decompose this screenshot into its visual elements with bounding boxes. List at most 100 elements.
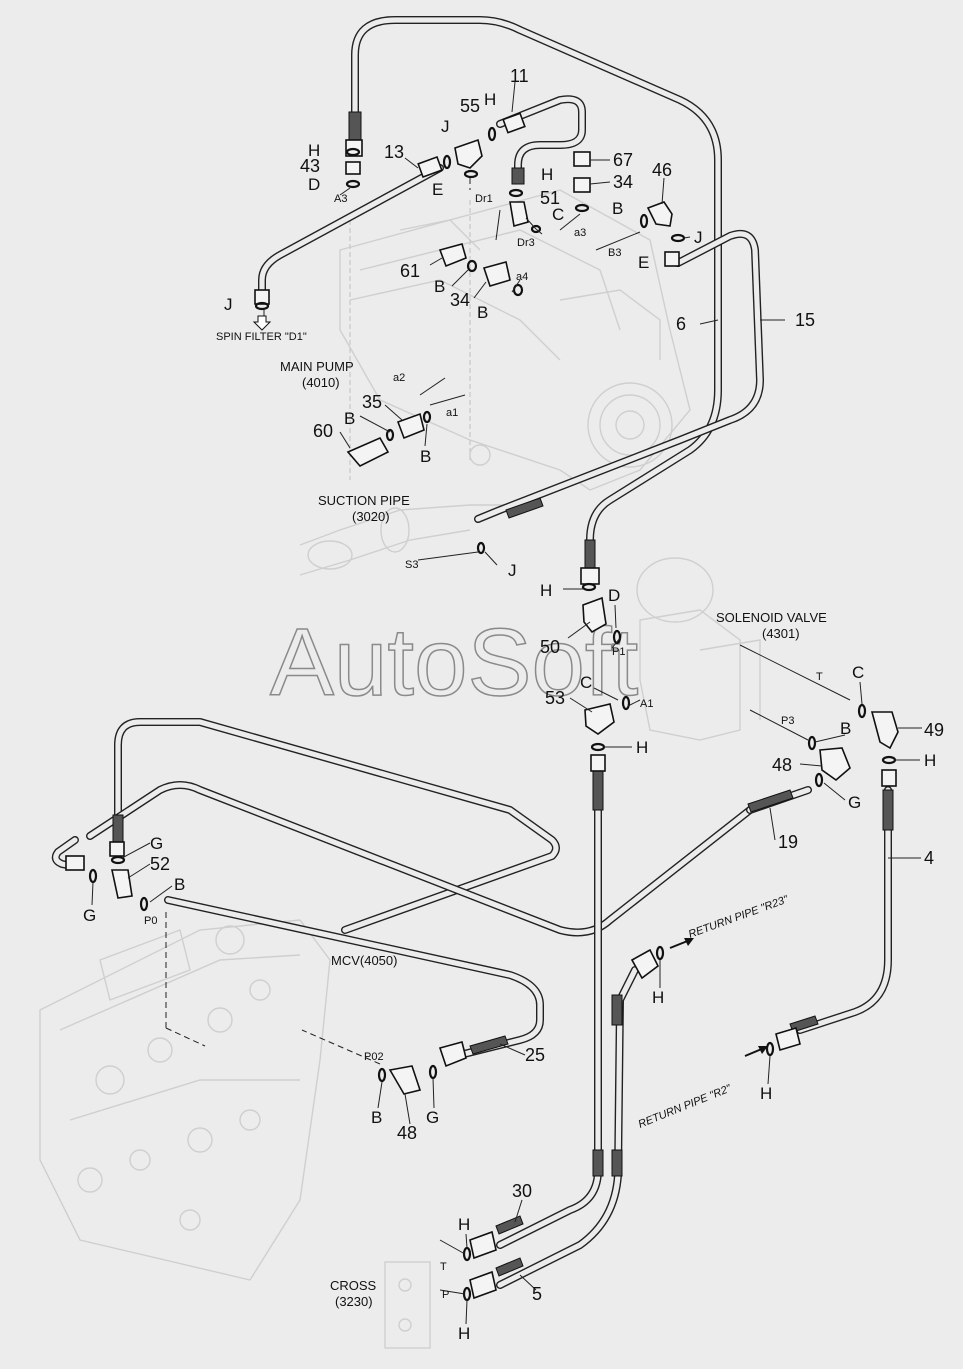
callout: D <box>608 586 620 605</box>
watermark: AutoSoft <box>270 609 638 716</box>
callout: H <box>636 738 648 757</box>
main-pump-code: (4010) <box>302 375 340 390</box>
port-label: B3 <box>608 247 621 259</box>
callout: B <box>612 199 623 218</box>
callout: 51 <box>540 188 560 208</box>
callout: B <box>344 409 355 428</box>
callout: B <box>420 447 431 466</box>
callout: H <box>760 1084 772 1103</box>
callout: B <box>174 875 185 894</box>
port-label: S3 <box>405 559 418 571</box>
suction-pipe-code: (3020) <box>352 509 390 524</box>
callout: C <box>852 663 864 682</box>
callout: 50 <box>540 637 560 657</box>
callout: 67 <box>613 150 633 170</box>
callout: J <box>508 561 517 580</box>
port-label: A3 <box>334 193 347 205</box>
solenoid-valve-label: SOLENOID VALVE <box>716 610 827 625</box>
main-pump-ghost <box>339 189 691 491</box>
hose-6 <box>351 16 722 574</box>
leader-lines <box>91 81 922 1325</box>
cross-label: CROSS <box>330 1278 377 1293</box>
callout: E <box>432 180 443 199</box>
port-label: a4 <box>516 271 528 283</box>
callout: B <box>840 719 851 738</box>
dashed-lines <box>165 178 471 1065</box>
port-label: T <box>440 1261 447 1273</box>
callout: H <box>652 988 664 1007</box>
callout: E <box>638 253 649 272</box>
callout: H <box>484 90 496 109</box>
hose-25 <box>164 896 544 1059</box>
callout: 15 <box>795 310 815 330</box>
callout: J <box>441 117 450 136</box>
callout: H <box>540 581 552 600</box>
callout: 46 <box>652 160 672 180</box>
callout: 25 <box>525 1045 545 1065</box>
callout: B <box>371 1108 382 1127</box>
return-r23-arrowhead <box>684 938 694 946</box>
callout: 19 <box>778 832 798 852</box>
callout: 49 <box>924 720 944 740</box>
callout: 13 <box>384 142 404 162</box>
callout: H <box>541 165 553 184</box>
hose-tube-1 <box>114 718 560 934</box>
callout: D <box>308 175 320 194</box>
port-label: P <box>442 1289 449 1301</box>
hose-sleeves <box>112 111 894 1277</box>
solenoid-valve-ghost <box>636 557 761 741</box>
callout: 4 <box>924 848 934 868</box>
cross-ghost <box>384 1261 431 1349</box>
suction-pipe-ghost <box>299 504 520 576</box>
callout: 48 <box>397 1123 417 1143</box>
callout: 53 <box>545 688 565 708</box>
callout: G <box>848 793 861 812</box>
suction-pipe-label: SUCTION PIPE <box>318 493 410 508</box>
callout: G <box>426 1108 439 1127</box>
port-label: P02 <box>364 1051 384 1063</box>
port-label: P1 <box>612 646 625 658</box>
hose-13 <box>258 164 444 294</box>
callout: G <box>150 834 163 853</box>
callout: 34 <box>613 172 633 192</box>
callout: 11 <box>510 66 529 86</box>
hose-15 <box>474 229 764 523</box>
callout: H <box>458 1324 470 1343</box>
callout: J <box>694 228 703 247</box>
callout: 30 <box>512 1181 532 1201</box>
callout: 34 <box>450 290 470 310</box>
callout: C <box>552 205 564 224</box>
mcv-ghost <box>39 919 331 1281</box>
callout: 60 <box>313 421 333 441</box>
return-r2-arrowhead <box>758 1046 768 1054</box>
callout: B <box>477 303 488 322</box>
port-label: Dr3 <box>517 237 535 249</box>
callout: 61 <box>400 261 420 281</box>
callout: B <box>434 277 445 296</box>
callout: 5 <box>532 1284 542 1304</box>
callout: 52 <box>150 854 170 874</box>
callout: 35 <box>362 392 382 412</box>
port-label: T <box>816 671 823 683</box>
fittings <box>65 112 899 1300</box>
callout: H <box>308 141 320 160</box>
port-labels: A3 Dr1 Dr3 a3 B3 a4 a2 a1 S3 P1 T A1 P3 … <box>144 193 823 1301</box>
callout: J <box>224 295 233 314</box>
spin-filter-label: SPIN FILTER "D1" <box>216 331 307 343</box>
callout: 6 <box>676 314 686 334</box>
hose-4 <box>796 786 892 1034</box>
mcv-label: MCV(4050) <box>331 953 397 968</box>
solenoid-valve-code: (4301) <box>762 626 800 641</box>
callout: G <box>83 906 96 925</box>
port-label: P0 <box>144 915 157 927</box>
port-label: A1 <box>640 698 653 710</box>
port-label: a1 <box>446 407 458 419</box>
callout-labels: 11 55 H 13 H 43 D J E 67 34 H 51 C B 46 … <box>83 66 944 1343</box>
callout: 55 <box>460 96 480 116</box>
port-label: a3 <box>574 227 586 239</box>
callout: C <box>580 673 592 692</box>
spin-filter-arrow <box>252 315 272 331</box>
component-labels: MAIN PUMP (4010) SUCTION PIPE (3020) SOL… <box>216 331 827 1309</box>
